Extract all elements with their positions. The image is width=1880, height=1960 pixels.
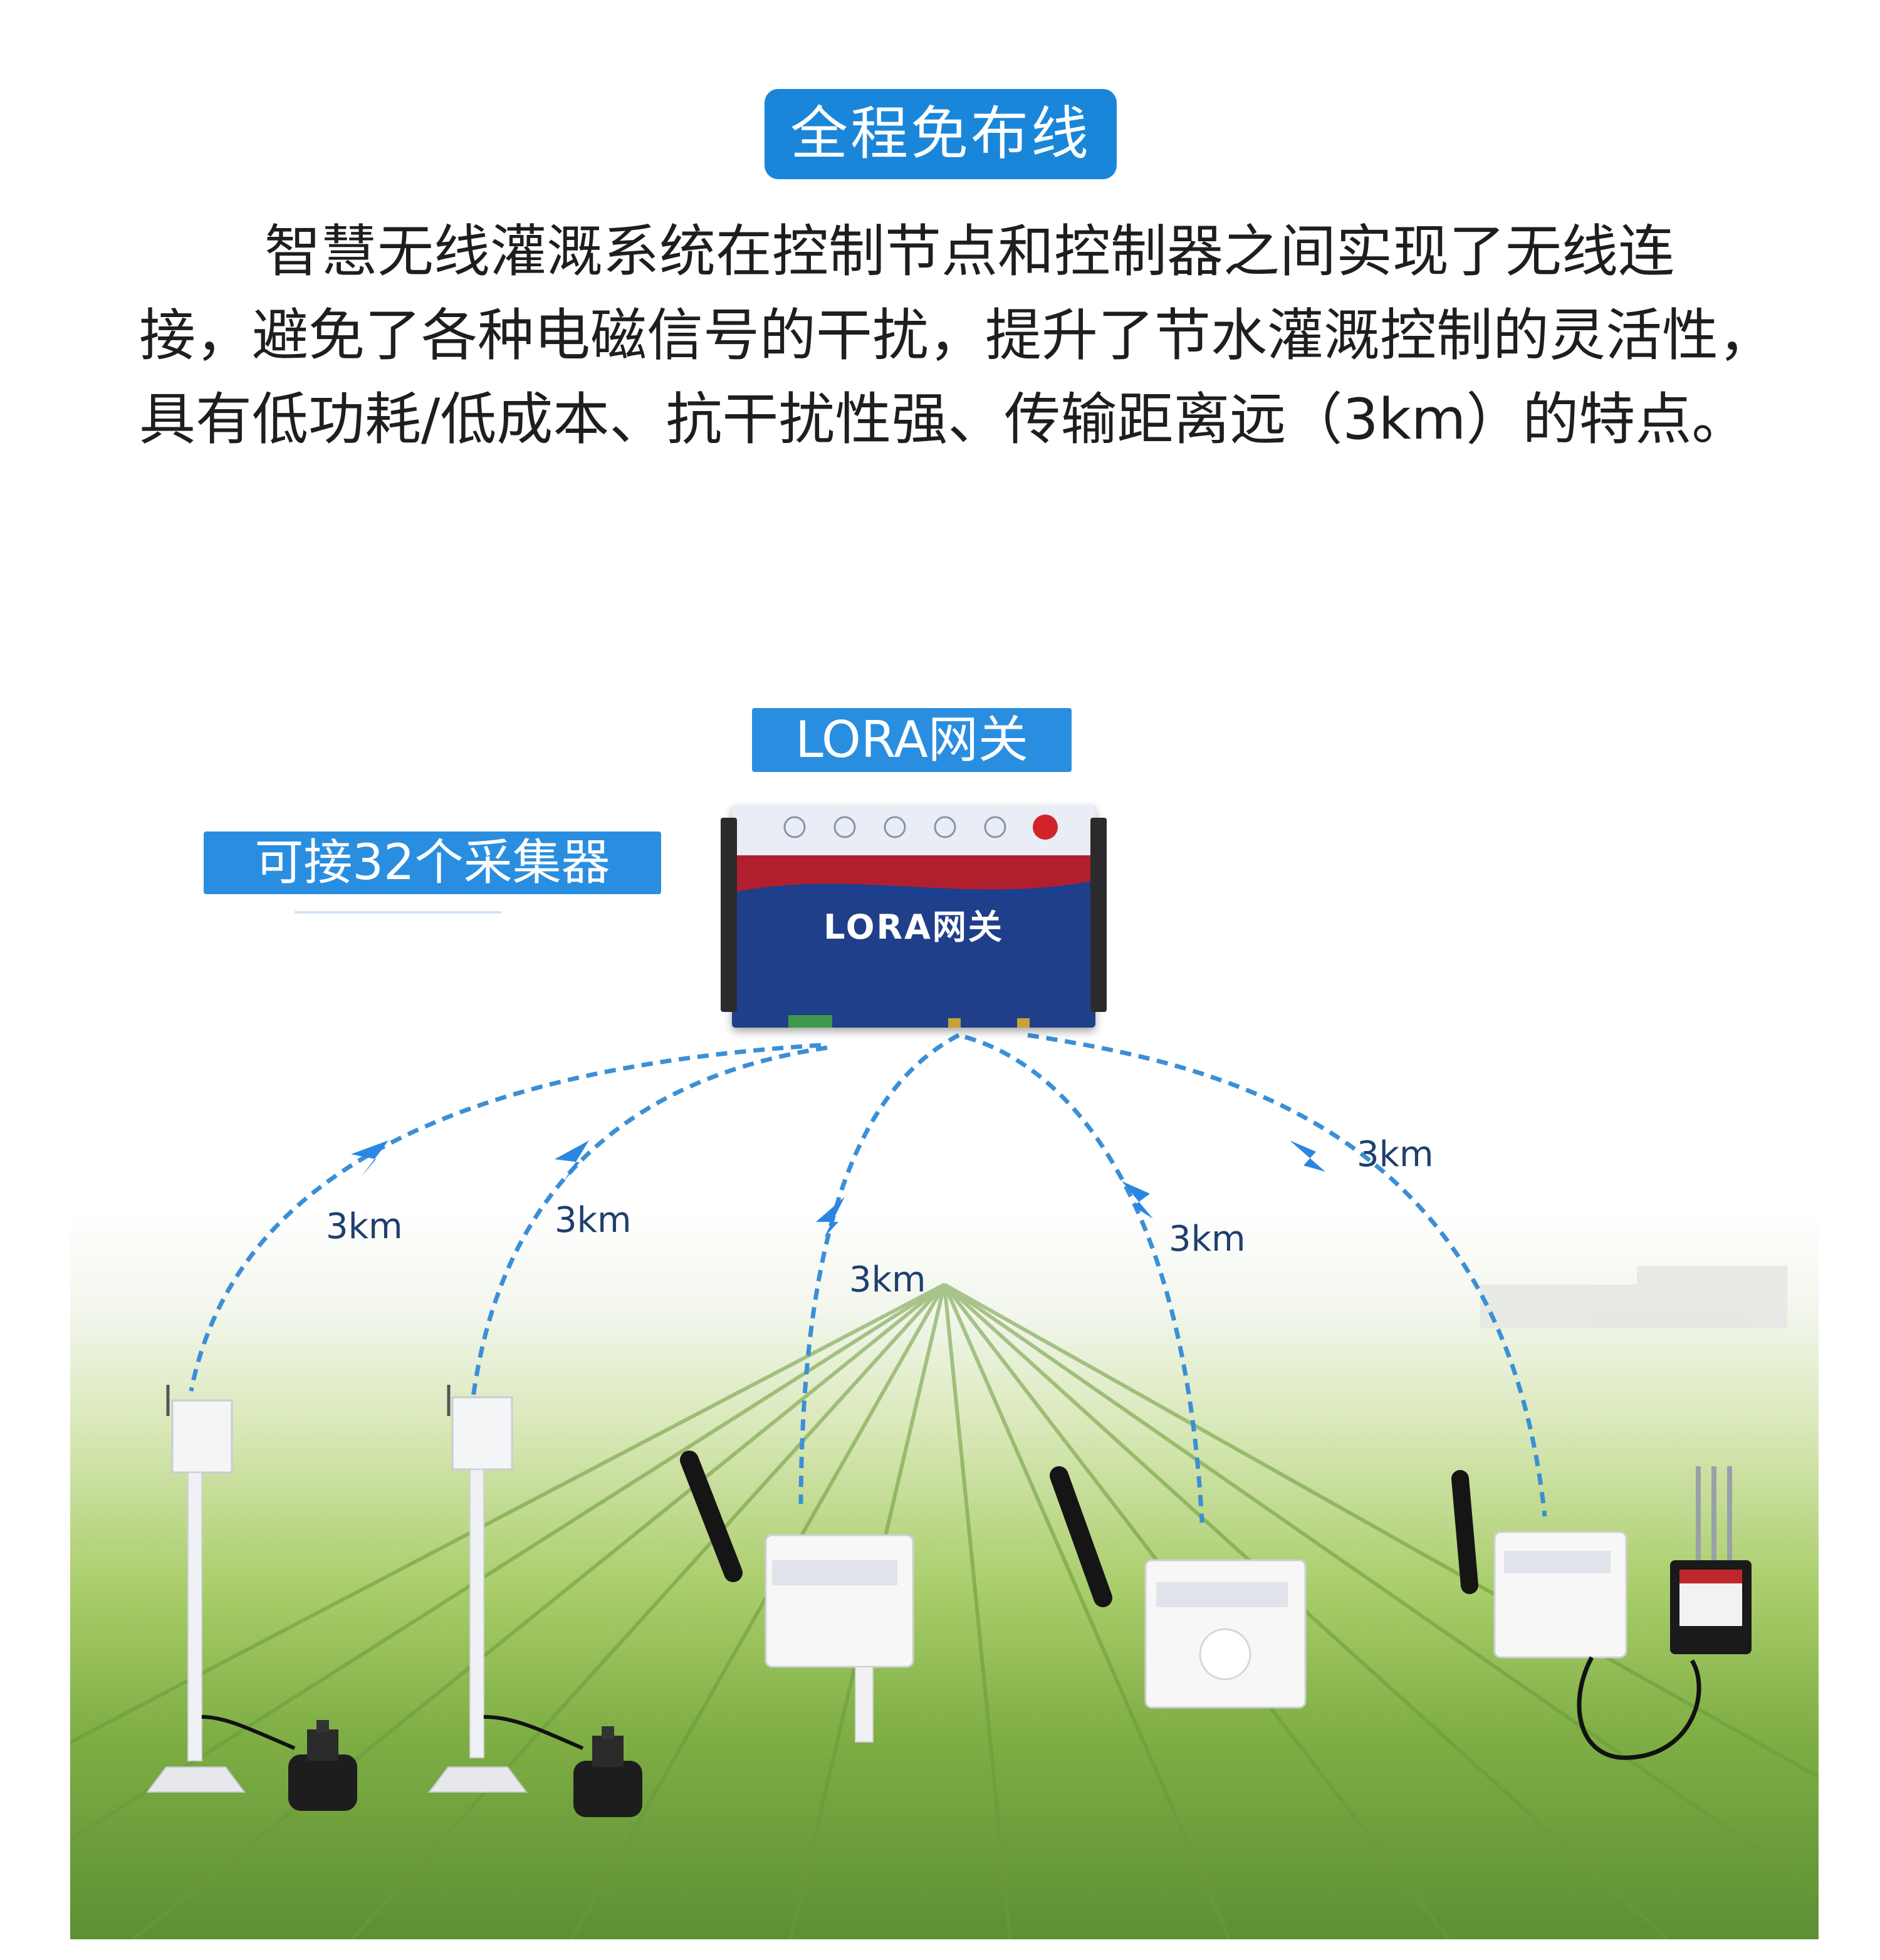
gateway-label: LORA网关 xyxy=(752,708,1072,772)
link-path xyxy=(798,1033,960,1504)
collectors-label: 可接32个采集器 xyxy=(204,831,661,894)
link-path xyxy=(471,1045,828,1398)
wireless-node-icon xyxy=(1050,1466,1307,1709)
gateway-panel xyxy=(732,805,1095,855)
wireless-node-icon xyxy=(680,1451,914,1743)
distance-label: 3km xyxy=(1169,1219,1246,1259)
distance-label: 3km xyxy=(555,1200,632,1241)
distance-label: 3km xyxy=(326,1206,403,1247)
gateway-device-icon: LORA网关 xyxy=(732,805,1095,1028)
title-badge: 全程免布线 xyxy=(765,89,1117,179)
antenna-icon xyxy=(680,1451,743,1582)
arrow-icon xyxy=(816,1197,845,1238)
distance-label: 3km xyxy=(1357,1134,1434,1175)
arrow-icon xyxy=(1122,1181,1153,1219)
wireless-node-icon xyxy=(146,1385,296,1793)
solenoid-valve-icon xyxy=(288,1720,357,1811)
antenna-icon xyxy=(1451,1470,1478,1594)
link-path xyxy=(964,1035,1204,1523)
soil-probe-icon xyxy=(1670,1466,1752,1654)
link-path xyxy=(189,1043,822,1392)
wireless-node-icon xyxy=(1451,1470,1701,1760)
description-text: 智慧无线灌溉系统在控制节点和控制器之间实现了无线连接，避免了各种电磁信号的干扰，… xyxy=(139,219,1775,452)
mount-bracket xyxy=(1090,818,1107,1012)
arrow-icon xyxy=(555,1140,589,1181)
distance-label: 3km xyxy=(849,1259,926,1300)
mount-bracket xyxy=(721,818,737,1012)
divider xyxy=(295,911,501,914)
arrow-icon xyxy=(1290,1140,1325,1172)
antenna-icon xyxy=(1050,1466,1112,1607)
device-brand: LORA网关 xyxy=(823,907,1004,947)
arrow-icon xyxy=(351,1140,389,1178)
wireless-node-icon xyxy=(428,1385,584,1793)
solenoid-valve-icon xyxy=(573,1726,642,1817)
